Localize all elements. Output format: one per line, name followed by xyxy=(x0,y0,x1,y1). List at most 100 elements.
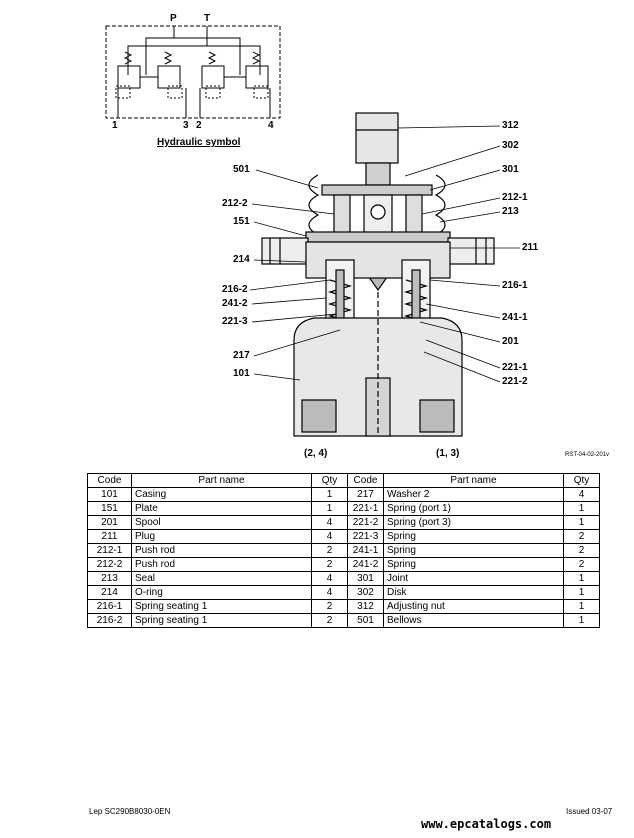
cell-part-name: O-ring xyxy=(131,585,312,600)
callout-212-1: 212-1 xyxy=(502,192,528,203)
cell-code: 212-1 xyxy=(87,543,132,558)
cell-qty: 1 xyxy=(311,501,348,516)
port-1-label: 1 xyxy=(112,120,118,131)
cell-code: 301 xyxy=(347,571,384,586)
cell-part-name: Spring xyxy=(383,557,564,572)
cell-part-name: Disk xyxy=(383,585,564,600)
cell-qty: 2 xyxy=(311,543,348,558)
callout-212-2: 212-2 xyxy=(222,198,248,209)
callout-241-2: 241-2 xyxy=(222,298,248,309)
callout-221-3: 221-3 xyxy=(222,316,248,327)
cell-code: 217 xyxy=(347,487,384,502)
callout-217: 217 xyxy=(233,350,250,361)
cell-part-name: Push rod xyxy=(131,557,312,572)
cell-code: 213 xyxy=(87,571,132,586)
callout-301: 301 xyxy=(502,164,519,175)
parts-table: Code Part name Qty Code Part name Qty 10… xyxy=(87,473,600,628)
cell-qty: 1 xyxy=(563,515,600,530)
cell-code: 501 xyxy=(347,613,384,628)
header-code-1: Code xyxy=(87,473,132,488)
cell-code: 241-1 xyxy=(347,543,384,558)
cell-code: 201 xyxy=(87,515,132,530)
cell-part-name: Spring xyxy=(383,543,564,558)
cell-part-name: Push rod xyxy=(131,543,312,558)
cell-qty: 4 xyxy=(311,585,348,600)
header-qty-1: Qty xyxy=(311,473,348,488)
cell-qty: 1 xyxy=(563,599,600,614)
cell-code: 211 xyxy=(87,529,132,544)
footer-issue: Issued 03-07 xyxy=(566,807,613,816)
cell-part-name: Washer 2 xyxy=(383,487,564,502)
port-p-label: P xyxy=(170,13,177,24)
port-t-label: T xyxy=(204,13,211,24)
cell-qty: 4 xyxy=(311,529,348,544)
cell-part-name: Seal xyxy=(131,571,312,586)
cell-qty: 1 xyxy=(311,487,348,502)
callout-221-2: 221-2 xyxy=(502,376,528,387)
cell-code: 241-2 xyxy=(347,557,384,572)
callout-221-1: 221-1 xyxy=(502,362,528,373)
cell-code: 216-1 xyxy=(87,599,132,614)
cell-code: 216-2 xyxy=(87,613,132,628)
cell-code: 312 xyxy=(347,599,384,614)
cell-qty: 1 xyxy=(563,585,600,600)
cell-part-name: Casing xyxy=(131,487,312,502)
cell-part-name: Joint xyxy=(383,571,564,586)
hydraulic-symbol-title: Hydraulic symbol xyxy=(157,137,241,148)
parts-table-header: Code Part name Qty Code Part name Qty xyxy=(87,473,600,488)
callout-211: 211 xyxy=(522,242,539,253)
header-part-name-2: Part name xyxy=(383,473,564,488)
cell-part-name: Spring seating 1 xyxy=(131,599,312,614)
cell-qty: 2 xyxy=(311,557,348,572)
cell-qty: 1 xyxy=(563,571,600,586)
cell-code: 151 xyxy=(87,501,132,516)
callout-101: 101 xyxy=(233,368,250,379)
cell-qty: 4 xyxy=(311,515,348,530)
cell-code: 221-2 xyxy=(347,515,384,530)
callout-151: 151 xyxy=(233,216,250,227)
cell-qty: 2 xyxy=(563,543,600,558)
view-label-left: (2, 4) xyxy=(304,448,328,459)
callout-241-1: 241-1 xyxy=(502,312,528,323)
callout-201: 201 xyxy=(502,336,519,347)
cell-qty: 1 xyxy=(563,501,600,516)
cell-part-name: Adjusting nut xyxy=(383,599,564,614)
port-2-label: 2 xyxy=(196,120,202,131)
callout-501: 501 xyxy=(233,164,250,175)
callout-216-2: 216-2 xyxy=(222,284,248,295)
cell-qty: 2 xyxy=(311,599,348,614)
cell-code: 214 xyxy=(87,585,132,600)
header-qty-2: Qty xyxy=(563,473,600,488)
watermark: www.epcatalogs.com xyxy=(421,817,552,831)
cell-qty: 2 xyxy=(563,529,600,544)
cell-part-name: Plate xyxy=(131,501,312,516)
view-label-right: (1, 3) xyxy=(436,448,460,459)
port-4-label: 4 xyxy=(268,120,274,131)
cell-qty: 2 xyxy=(563,557,600,572)
cell-qty: 4 xyxy=(563,487,600,502)
cell-part-name: Plug xyxy=(131,529,312,544)
cell-code: 212-2 xyxy=(87,557,132,572)
callout-216-1: 216-1 xyxy=(502,280,528,291)
cell-part-name: Bellows xyxy=(383,613,564,628)
cell-part-name: Spring (port 1) xyxy=(383,501,564,516)
cell-qty: 1 xyxy=(563,613,600,628)
port-3-label: 3 xyxy=(183,120,189,131)
cell-code: 302 xyxy=(347,585,384,600)
header-part-name-1: Part name xyxy=(131,473,312,488)
footer-doc-id: Lep SC290B8030-0EN xyxy=(89,807,171,816)
header-code-2: Code xyxy=(347,473,384,488)
figure-code: RST-04-02-201v xyxy=(565,452,610,458)
